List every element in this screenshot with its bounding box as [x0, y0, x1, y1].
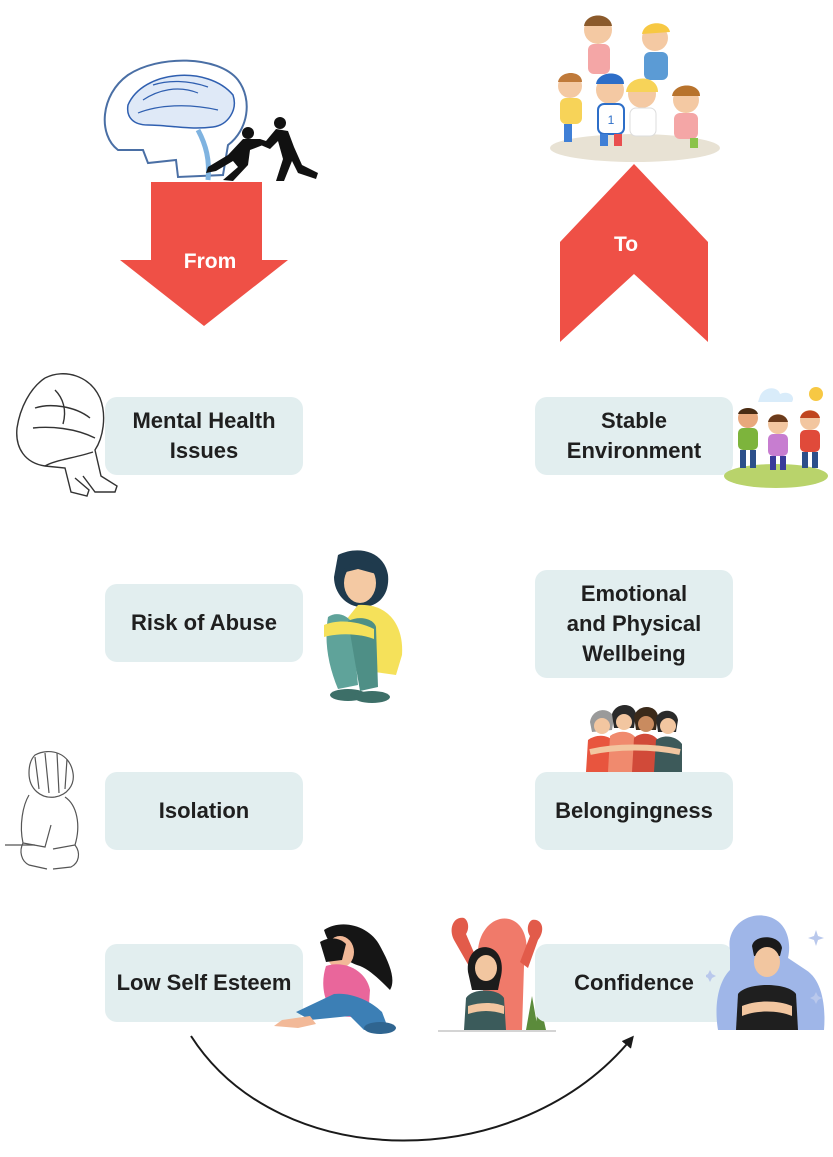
box-line: Risk of Abuse: [131, 610, 277, 635]
box-line: and Physical: [566, 611, 702, 636]
from-arrow-icon: [120, 182, 288, 326]
left-box-low-self-esteem: Low Self Esteem: [105, 944, 303, 1022]
box-line: Wellbeing: [582, 641, 686, 666]
to-arrow-icon: [560, 164, 708, 342]
box-line: Confidence: [574, 970, 694, 995]
left-box-mental-health-issues: Mental Health Issues: [105, 397, 303, 475]
box-line: Isolation: [158, 798, 250, 823]
distressed-woman-sitting-icon: [274, 924, 396, 1034]
box-line: Environment: [566, 438, 702, 463]
right-box-confidence: Confidence: [535, 944, 733, 1022]
lonely-child-sketch-icon: [5, 751, 80, 870]
box-line: Issues: [169, 438, 239, 463]
box-line: Mental Health: [132, 408, 276, 433]
from-label: From: [183, 250, 237, 273]
crouching-person-sketch-icon: [16, 373, 118, 497]
box-line: Belongingness: [555, 798, 713, 823]
right-box-stable-environment: Stable Environment: [535, 397, 733, 475]
sad-woman-hugging-knees-icon: [324, 550, 403, 703]
box-line: Low Self Esteem: [116, 970, 292, 995]
svg-text:1: 1: [608, 113, 615, 127]
right-box-belongingness: Belongingness: [535, 772, 733, 850]
left-box-isolation: Isolation: [105, 772, 303, 850]
brain-struggle-icon: [103, 59, 318, 181]
children-playing-outdoors-icon: [724, 387, 828, 488]
strong-women-icon: [438, 917, 556, 1032]
box-line: Emotional: [580, 581, 688, 606]
box-line: Stable: [600, 408, 668, 433]
left-box-risk-of-abuse: Risk of Abuse: [105, 584, 303, 662]
confident-man-icon: [706, 915, 825, 1030]
happy-children-group-icon: 1: [550, 15, 720, 162]
to-label: To: [613, 233, 639, 256]
right-box-emotional-physical-wellbeing: Emotional and Physical Wellbeing: [535, 570, 733, 678]
